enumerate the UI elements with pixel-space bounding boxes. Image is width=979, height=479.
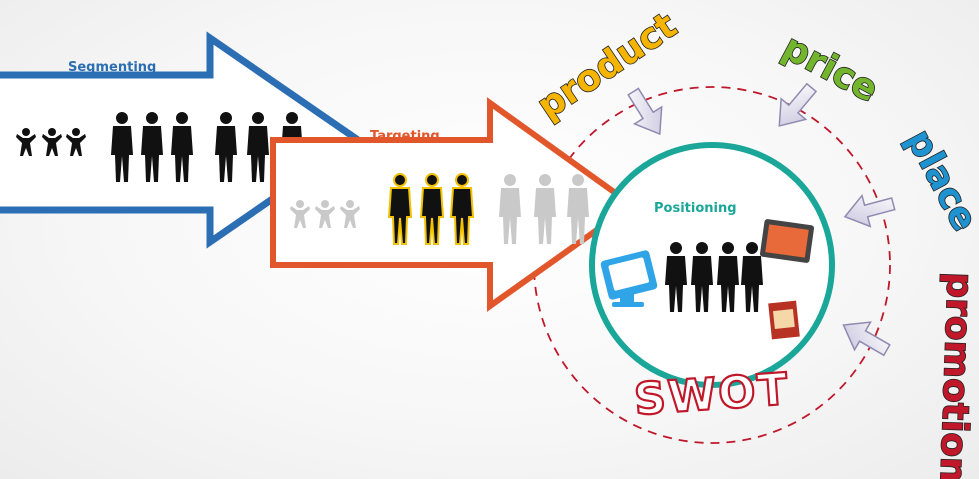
positioning-circle: Positioning (589, 142, 835, 388)
product-box-icon (768, 300, 800, 340)
swot-label: SWOT (632, 364, 791, 426)
input-arrows (627, 82, 896, 357)
segmenting-label: Segmenting (68, 60, 156, 75)
input-arrow-icon (627, 87, 663, 136)
input-arrow-icon (842, 321, 891, 357)
swot-circle (533, 86, 891, 444)
input-arrow-icon (843, 193, 896, 228)
targeting-arrow: Targeting (270, 97, 638, 312)
place-label: place (898, 123, 979, 238)
targeting-label: Targeting (370, 129, 440, 144)
input-arrow-icon (778, 82, 818, 127)
positioning-label: Positioning (654, 201, 737, 216)
computer-monitor-icon (600, 250, 658, 307)
promotion-label: promotion (932, 272, 979, 479)
price-label: price (776, 27, 885, 111)
tablet-screen-icon (759, 219, 815, 263)
gold-outlined-people-icon (388, 173, 474, 245)
